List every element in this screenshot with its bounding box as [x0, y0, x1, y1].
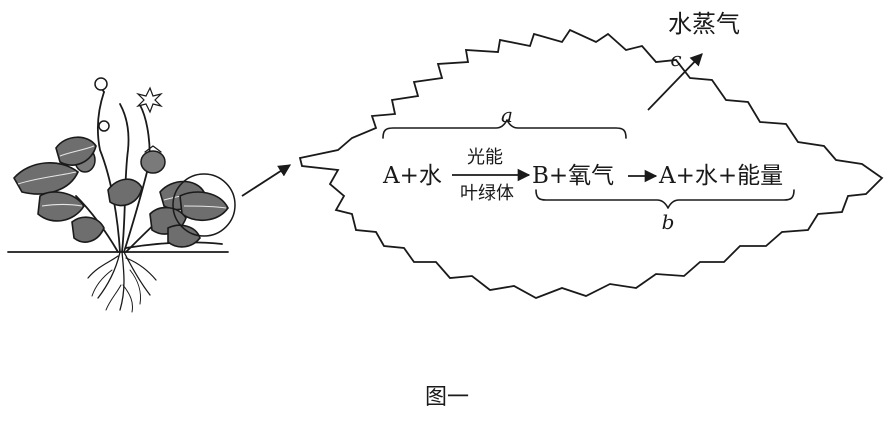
plant-leaves: [13, 136, 229, 248]
light-energy-label: 光能: [467, 147, 503, 168]
strawberry-plant: [7, 77, 236, 313]
chloroplast-label: 叶绿体: [460, 183, 514, 204]
products-text: B+氧气: [532, 163, 614, 189]
figure-caption: 图一: [425, 385, 469, 410]
process-a-label: a: [501, 103, 513, 127]
reactants-text: A+水: [382, 163, 442, 189]
process-b-label: b: [662, 210, 675, 234]
vapor-arrow: [647, 53, 703, 111]
respiration-products-text: A+水+能量: [658, 163, 783, 189]
flower-bud: [94, 77, 108, 91]
flower-bud: [98, 120, 110, 132]
highlight-circle: [172, 173, 236, 237]
brace-b: [535, 189, 795, 209]
zoom-arrow: [241, 164, 292, 197]
process-c-label: c: [670, 47, 681, 71]
enlarged-leaf: [298, 28, 884, 299]
strawberry-fruit: [140, 150, 166, 174]
flower-icon: [136, 86, 163, 114]
plant-roots: [87, 251, 157, 313]
water-vapor-label: 水蒸气: [668, 10, 740, 38]
brace-a: [382, 119, 627, 139]
